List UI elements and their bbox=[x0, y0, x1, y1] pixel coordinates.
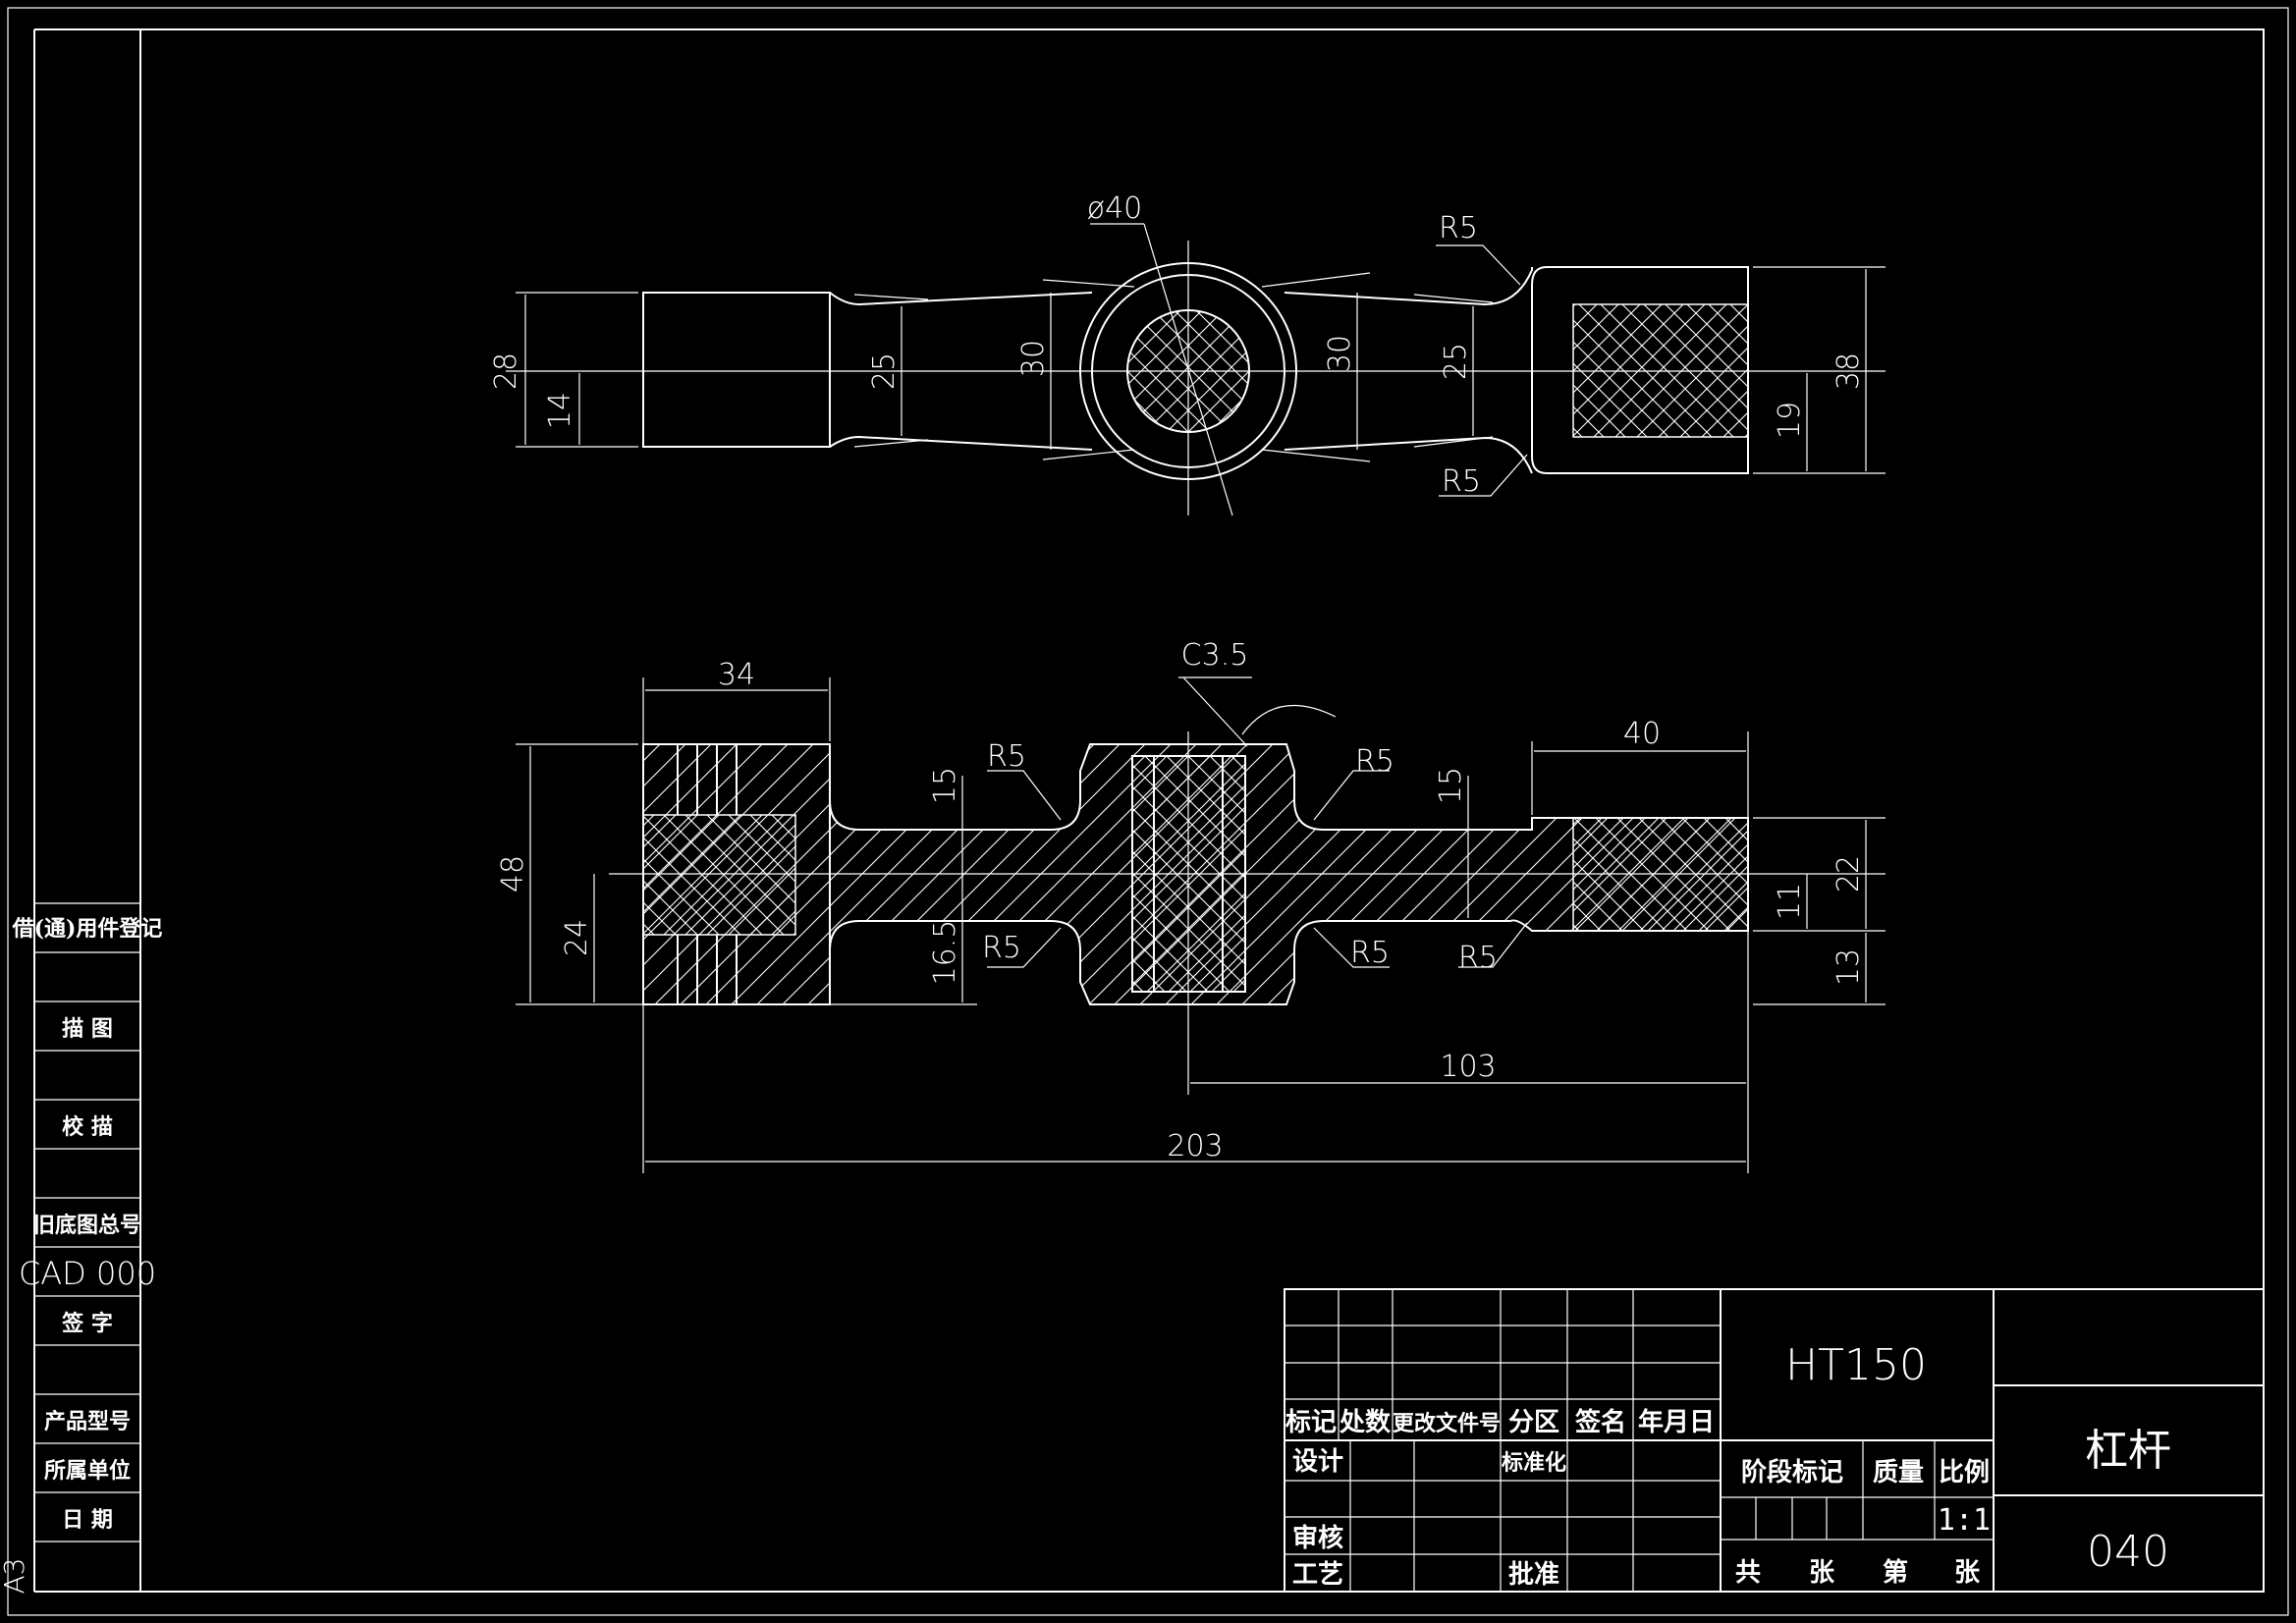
dim-h22: 22 bbox=[1831, 855, 1866, 893]
dim-h30-right: 30 bbox=[1323, 335, 1357, 372]
outer-border bbox=[7, 7, 2289, 1616]
dim-r5-e: R5 bbox=[1458, 941, 1498, 975]
dim-h38: 38 bbox=[1831, 352, 1866, 390]
dim-w203: 203 bbox=[1167, 1129, 1223, 1163]
dim-w103: 103 bbox=[1440, 1050, 1496, 1084]
tb-scale-value: 1:1 bbox=[1938, 1503, 1991, 1538]
dim-w40: 40 bbox=[1623, 717, 1661, 751]
side-old-base-number: 旧底图总号 bbox=[33, 1213, 141, 1238]
dim-h30-left: 30 bbox=[1016, 340, 1051, 377]
tb-zone: 分区 bbox=[1508, 1408, 1559, 1437]
side-product-model: 产品型号 bbox=[44, 1409, 131, 1434]
dim-h25-right: 25 bbox=[1439, 343, 1473, 380]
tb-total: 共 bbox=[1735, 1558, 1761, 1588]
dim-r5-d: R5 bbox=[1350, 936, 1390, 970]
sheet-size-label: A3 bbox=[0, 1558, 30, 1595]
front-view: 34 C3.5 R5 R5 R5 R5 R5 15 15 16.5 40 48 … bbox=[496, 638, 1886, 1173]
tb-mark: 标记 bbox=[1285, 1408, 1337, 1437]
tb-review: 审核 bbox=[1292, 1523, 1343, 1553]
top-view: ø40 R5 R5 28 14 25 30 30 25 38 19 bbox=[489, 191, 1886, 516]
dim-d40: ø40 bbox=[1087, 191, 1143, 226]
tb-sign: 签名 bbox=[1575, 1407, 1626, 1437]
side-signature: 签 字 bbox=[61, 1311, 113, 1336]
tb-sheets1: 张 bbox=[1809, 1558, 1835, 1588]
dim-r5-a: R5 bbox=[987, 739, 1026, 774]
side-trace: 描 图 bbox=[62, 1016, 113, 1042]
dim-r5-bottom: R5 bbox=[1442, 464, 1481, 499]
tb-count: 处数 bbox=[1339, 1408, 1392, 1437]
tb-standardize: 标准化 bbox=[1502, 1450, 1566, 1476]
dim-r5-b: R5 bbox=[1355, 744, 1394, 779]
tb-ratio: 比例 bbox=[1939, 1458, 1990, 1488]
dim-h24: 24 bbox=[560, 919, 594, 956]
tb-drawing-number: 040 bbox=[2087, 1527, 2169, 1577]
tb-material: HT150 bbox=[1785, 1340, 1927, 1390]
dim-h13: 13 bbox=[1831, 948, 1866, 986]
dim-w34: 34 bbox=[718, 658, 755, 692]
tb-change-doc: 更改文件号 bbox=[1393, 1411, 1501, 1436]
title-block: 标记 处数 更改文件号 分区 签名 年月日 设计 标准化 审核 工艺 批准 HT… bbox=[1284, 1288, 2265, 1593]
side-strip: 借(通)用件登记 描 图 校 描 旧底图总号 CAD 000 签 字 产品型号 … bbox=[0, 902, 163, 1595]
tb-sheets2: 张 bbox=[1954, 1558, 1981, 1588]
dim-r5-c: R5 bbox=[982, 931, 1021, 965]
tb-process: 工艺 bbox=[1292, 1560, 1343, 1590]
dim-h14: 14 bbox=[543, 392, 577, 429]
dim-h19: 19 bbox=[1773, 402, 1807, 439]
dim-h25-left: 25 bbox=[867, 352, 902, 390]
side-check-trace: 校 描 bbox=[62, 1114, 113, 1140]
dim-h15-left: 15 bbox=[928, 767, 962, 804]
dim-h28: 28 bbox=[489, 352, 523, 390]
tb-ymd: 年月日 bbox=[1638, 1407, 1715, 1437]
inner-border bbox=[139, 28, 2265, 1593]
dim-h48: 48 bbox=[496, 855, 530, 893]
tb-page: 第 bbox=[1883, 1557, 1908, 1588]
side-date: 日 期 bbox=[62, 1507, 113, 1533]
tb-design: 设计 bbox=[1292, 1447, 1343, 1477]
dim-c35: C3.5 bbox=[1181, 638, 1249, 673]
dim-h165: 16.5 bbox=[928, 920, 962, 986]
dim-h15-right: 15 bbox=[1434, 767, 1468, 804]
side-unit: 所属单位 bbox=[44, 1458, 131, 1484]
dim-r5-top: R5 bbox=[1439, 211, 1478, 245]
tb-mass: 质量 bbox=[1873, 1458, 1924, 1488]
side-borrow-register: 借(通)用件登记 bbox=[12, 916, 163, 942]
side-cad-code: CAD 000 bbox=[19, 1255, 156, 1292]
tb-part-name: 杠杆 bbox=[2085, 1426, 2171, 1476]
tb-approve: 批准 bbox=[1508, 1560, 1559, 1590]
tb-stage-mark: 阶段标记 bbox=[1741, 1457, 1843, 1488]
dim-h11: 11 bbox=[1773, 883, 1807, 920]
